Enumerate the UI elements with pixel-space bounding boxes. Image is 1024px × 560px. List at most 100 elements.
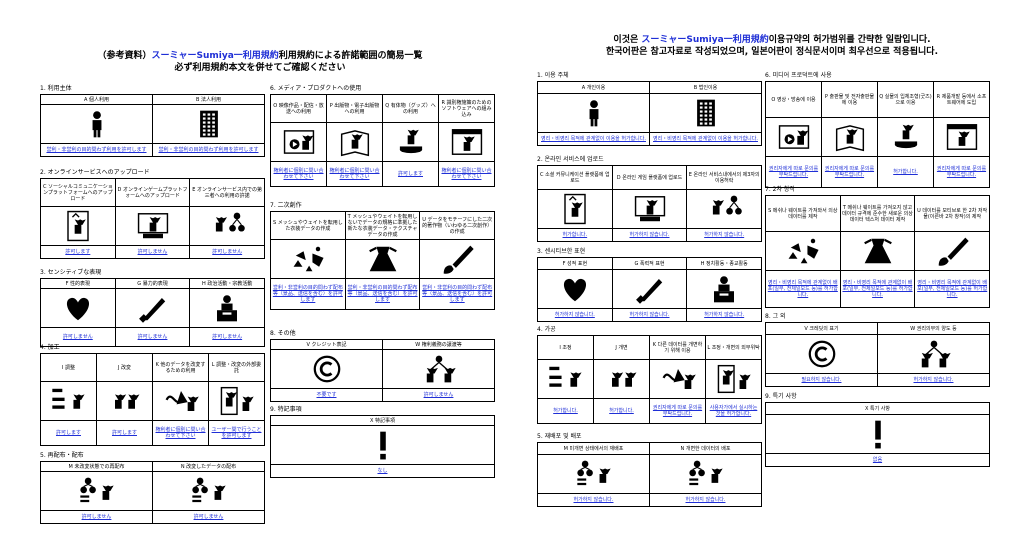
heart-icon xyxy=(538,270,612,309)
permission-value[interactable]: 営利・非営利の目的問わず配布等（景品、送信を含む）を許可します xyxy=(347,285,418,303)
permission-value[interactable]: 권리자에게 따로 문의를 부탁드립니다. xyxy=(768,166,819,178)
morph-icon xyxy=(650,360,705,399)
permission-value[interactable]: 許可します xyxy=(111,430,137,436)
outsource-icon xyxy=(209,382,264,421)
permission-value[interactable]: 営利・非営利の目的問わず配布等（景品、送信を含む）を許可します xyxy=(272,285,343,303)
permission-value[interactable]: 営利・非営利の目的問わず利用を許可します xyxy=(46,147,147,153)
permission-value[interactable]: 허가하지 않습니다. xyxy=(554,312,595,318)
redistribute-icon xyxy=(650,455,761,494)
permission-value[interactable]: 허가하지 않습니다. xyxy=(573,497,614,503)
brush-icon xyxy=(420,240,495,279)
dress-icon xyxy=(345,240,420,279)
book-icon xyxy=(822,118,877,157)
permission-value[interactable]: 許可しません xyxy=(212,334,243,340)
japanese-page: （参考資料）スーミャーSumiya一利用規約利用規約による許諾範囲の簡易一覧 必… xyxy=(40,51,495,524)
permission-value[interactable]: なし xyxy=(377,468,388,474)
permission-value[interactable]: 不要です xyxy=(316,392,337,398)
permission-value[interactable]: 허가합니다. xyxy=(562,232,588,238)
permission-value[interactable]: 許可しません xyxy=(193,514,224,520)
permission-value[interactable]: 許可しません xyxy=(137,249,168,255)
permission-cell: R 識別権施策のためのソフトウェアへの組み込み権利者に個別に問い合わせて下さい xyxy=(438,95,494,186)
permission-label: C 소셜 커뮤니케이션 플랫폼에 업로드 xyxy=(538,166,612,190)
permission-value[interactable]: 権利者に個別に問い合わせて下さい xyxy=(273,168,324,180)
permission-value[interactable]: 許可します xyxy=(65,249,91,255)
permission-value[interactable]: 사용자가에서 실시하는 것을 허가합니다. xyxy=(709,405,758,417)
permission-value[interactable]: 영리・비영리 목적에 관계없이 이용을 허가합니다. xyxy=(653,136,758,142)
permission-value[interactable]: 권리자에게 따로 문의를 부탁드립니다. xyxy=(652,405,703,417)
permission-cell: C ソーシャルコミュニケーションプラットフォームへのアップロード許可します xyxy=(41,179,115,258)
permission-value[interactable]: 許可します xyxy=(55,430,81,436)
software-icon xyxy=(439,123,494,162)
permission-cell: B 法人利用営利・非営利の目的問わず利用を許可します xyxy=(152,95,264,156)
permission-value[interactable]: 허가하지 않습니다. xyxy=(685,497,726,503)
permission-cell: I 調整許可します xyxy=(41,354,96,445)
permission-value[interactable]: 허가하지 않습니다. xyxy=(629,312,670,318)
permission-label: B 법인이용 xyxy=(650,82,761,94)
permission-value[interactable]: 許可しません xyxy=(62,334,93,340)
copyright-icon xyxy=(766,335,877,374)
permission-value[interactable]: 허가하지 않습니다. xyxy=(913,377,954,383)
permission-value[interactable]: 권리자에게 따로 문의를 부탁드립니다. xyxy=(824,166,875,178)
speech-icon xyxy=(190,289,265,328)
permission-value[interactable]: 営利・非営利の目的問わず利用を許可します xyxy=(158,147,259,153)
permission-value[interactable]: 허가합니다. xyxy=(893,169,918,175)
permission-label: D オンラインゲームプラットフォームへのアップロード xyxy=(115,179,190,207)
permission-label: A 개인이용 xyxy=(538,82,649,94)
permission-value[interactable]: 영리・비영리 목적에 관계없이 이용을 허가합니다. xyxy=(541,136,646,142)
permission-value[interactable]: 허가하지 않습니다. xyxy=(629,232,670,238)
permission-value[interactable]: ユーザー間で行うことを許可します xyxy=(211,427,262,439)
permission-label: G 暴力的表現 xyxy=(115,279,190,289)
permission-value[interactable]: 許可しません xyxy=(423,392,454,398)
person-icon xyxy=(41,105,152,144)
exclamation-icon xyxy=(766,415,989,454)
section-title: 3. 센시티브한 표현 xyxy=(537,248,586,255)
permission-label: S 메쉬나 웨이트를 가져와서 의상 데이터를 제작 xyxy=(766,196,840,232)
kr-header-suffix: 이용규약의 허가범위를 간략한 일람입니다. xyxy=(768,35,931,45)
jp-terms-link[interactable]: スーミャーSumiya一利用規約 xyxy=(151,51,279,61)
permission-value[interactable]: 영리・비영리 목적에 관계없이 배포(일부, 전체일모드 등)를 허가합니다. xyxy=(767,280,838,298)
permission-value[interactable]: 없음 xyxy=(872,457,883,463)
permission-label: H 정치활동・종교활동 xyxy=(687,258,762,270)
permission-value[interactable]: 権利者に個別に問い合わせて下さい xyxy=(329,168,380,180)
permission-value[interactable]: 필요하지 않습니다. xyxy=(801,377,842,383)
game-icon xyxy=(115,207,190,246)
permission-cell: X 特記事項なし xyxy=(271,416,494,477)
permission-cell: T 메쉬나 웨이트를 가져오지 않고 데이터 규격에 준수한 새로운 의상 데이… xyxy=(839,196,915,307)
permission-value[interactable]: 許可しません xyxy=(137,334,168,340)
permission-cell: L 調整・改変の外部委託ユーザー間で行うことを許可します xyxy=(208,354,264,445)
permission-value[interactable]: 営利・非営利の目的問わず配布等（景品、送信を含む）を許可します xyxy=(422,285,493,303)
permission-label: V クレジット表記 xyxy=(271,340,382,350)
section-title: 6. 미디어 프로덕트에 사용 xyxy=(765,72,832,79)
permission-value[interactable]: 許可します xyxy=(397,171,423,177)
permission-label: T メッシュやウェイトを転用しないでデータの規格に準拠した新たな衣装データ・テク… xyxy=(345,212,420,240)
permission-value[interactable]: 허가하지 않습니다. xyxy=(704,312,745,318)
permission-value[interactable]: 허가합니다. xyxy=(553,408,578,414)
kr-terms-link[interactable]: スーミャーSumiya一利用規約 xyxy=(641,35,769,45)
permission-value[interactable]: 権利者に個別に問い合わせて下さい xyxy=(155,427,206,439)
permission-value[interactable]: 권리자에게 따로 문의를 부탁드립니다. xyxy=(936,166,987,178)
permission-value[interactable]: 영리・비영리 목적에 관계없이 배포(일부, 전체일모드 등)를 허가합니다. xyxy=(917,280,988,298)
permission-value[interactable]: 許可しません xyxy=(212,249,243,255)
permission-cell: G 暴力的表現許可しません xyxy=(114,279,190,346)
permission-value[interactable]: 権利者に個別に問い合わせて下さい xyxy=(441,168,492,180)
permission-value[interactable]: 영리・비영리 목적에 관계없이 배포(일부, 전체일모드 등)를 허가합니다. xyxy=(842,280,913,298)
permission-label: I 조정 xyxy=(538,336,593,360)
permission-value[interactable]: 許可しません xyxy=(81,514,112,520)
permission-value[interactable]: 허가합니다. xyxy=(609,408,634,414)
kr-header-line2: 한국어판은 참고자료로 작성되었으며, 일본어판이 정식문서이며 최우선으로 적… xyxy=(606,47,938,57)
permission-value[interactable]: 허가하지 않습니다. xyxy=(704,232,745,238)
